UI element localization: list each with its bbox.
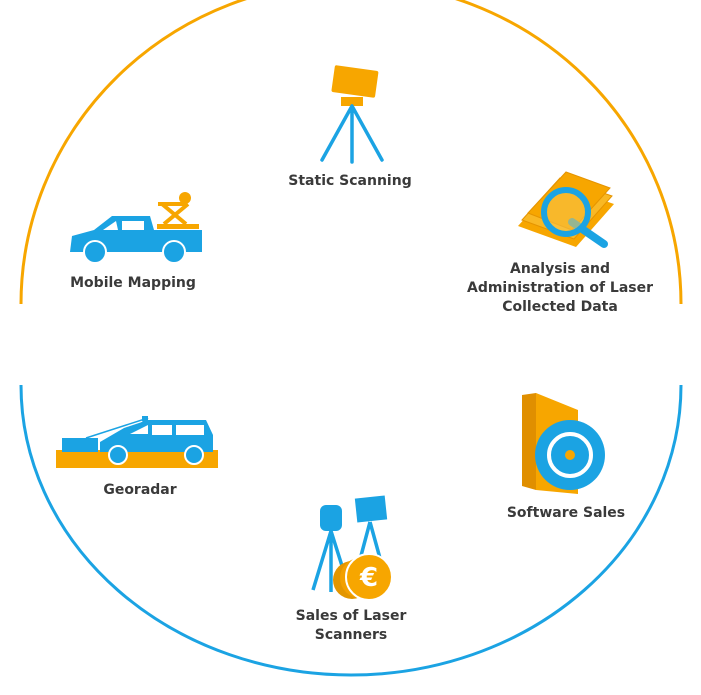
- software-box-disc-icon: [522, 393, 605, 494]
- orange-ring-arc: [19, 0, 683, 305]
- euro-symbol: €: [359, 563, 378, 593]
- sales-of-laser-scanners-label[interactable]: Sales of Laser Scanners: [276, 607, 426, 645]
- analysis-label-line-2: Administration of Laser: [466, 280, 654, 296]
- analysis-label-line-3: Collected Data: [502, 299, 618, 315]
- sales-scanners-line-2: Scanners: [314, 627, 388, 643]
- blue-ring-arc: [19, 384, 683, 677]
- pickup-scanner-icon: [70, 192, 202, 264]
- documents-magnifier-icon: [518, 171, 614, 248]
- static-scanning-label[interactable]: Static Scanning: [288, 173, 412, 189]
- software-sales-label[interactable]: Software Sales: [506, 505, 626, 521]
- van-georadar-icon: [56, 416, 218, 468]
- mobile-mapping-label[interactable]: Mobile Mapping: [70, 275, 196, 291]
- sales-scanners-line-1: Sales of Laser: [295, 608, 407, 624]
- tripod-scanner-icon: [320, 65, 384, 164]
- scanners-euro-coins-icon: [311, 495, 393, 601]
- georadar-label[interactable]: Georadar: [103, 482, 177, 498]
- analysis-label-line-1: Analysis and: [510, 261, 610, 277]
- analysis-label[interactable]: Analysis and Administration of Laser Col…: [450, 260, 670, 317]
